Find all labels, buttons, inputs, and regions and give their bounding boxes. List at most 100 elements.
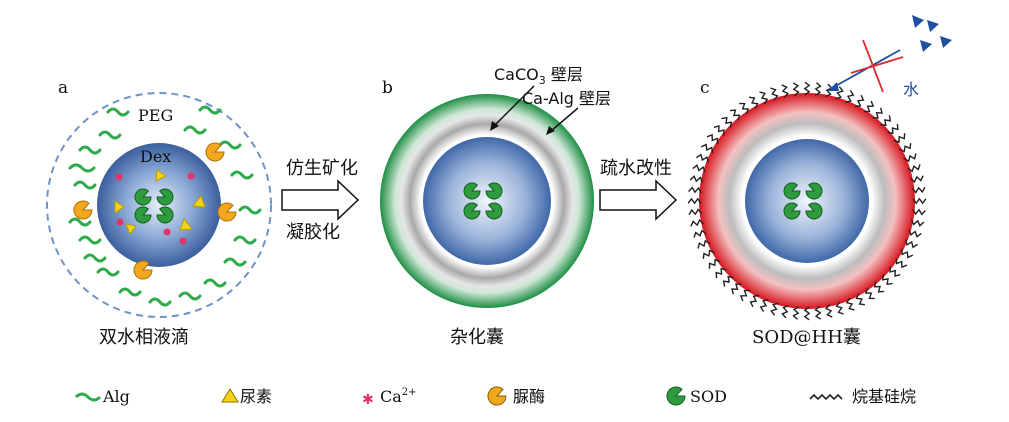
- alg-strand: [148, 297, 172, 307]
- sod-pacman-icon: [666, 386, 686, 406]
- urease-icon: [205, 142, 225, 162]
- silane-chain: [855, 293, 865, 306]
- alg-strand: [230, 170, 254, 180]
- silane-chain: [899, 143, 912, 153]
- urea-icon: [125, 223, 137, 236]
- process-arrow-icon: [599, 179, 678, 221]
- silane-chain: [911, 186, 926, 194]
- panel-a: a PEG Dex: [46, 78, 272, 348]
- silane-chain: [907, 164, 921, 173]
- sod-icon: [485, 202, 503, 220]
- urea-triangle-icon: [221, 388, 239, 403]
- legend-label-urease: 脲酶: [513, 387, 545, 406]
- arrow-1: 仿生矿化 凝胶化: [281, 158, 360, 243]
- silane-chain: [893, 133, 906, 144]
- arrow-1-top-label: 仿生矿化: [286, 158, 358, 179]
- silane-chain: [824, 304, 833, 318]
- water-molecules: [912, 15, 952, 52]
- urease-pacman-icon: [487, 386, 507, 406]
- water-molecule-icon: [940, 36, 952, 48]
- legend-item-sod: SOD: [666, 386, 727, 406]
- silane-chain: [900, 248, 914, 259]
- caption-b: 杂化囊: [450, 327, 504, 348]
- silane-chain: [872, 107, 883, 119]
- alg-strand: [178, 291, 202, 301]
- silane-chain: [835, 86, 844, 100]
- silane-chain: [912, 208, 926, 216]
- silane-chain: [729, 109, 741, 121]
- panel-letter-c: c: [700, 78, 710, 98]
- caalg-pointer-head: [546, 126, 555, 135]
- sod-icon: [463, 182, 481, 200]
- ca-icon: [187, 172, 195, 180]
- urease-icon: [217, 202, 237, 222]
- silane-chain: [688, 208, 703, 216]
- sod-icon: [463, 202, 481, 220]
- silane-chain: [715, 267, 727, 279]
- urea-group: [114, 169, 206, 236]
- sod-icon: [485, 182, 503, 200]
- silane-chain: [690, 218, 704, 227]
- silane-chain: [825, 83, 833, 98]
- alg-strand: [68, 217, 92, 227]
- legend-label-urea: 尿素: [240, 387, 272, 406]
- silane-chain: [702, 249, 715, 259]
- silane-chain: [688, 186, 702, 194]
- sod-cluster-a: [134, 188, 174, 224]
- silane-chain: [864, 100, 875, 113]
- caption-a: 双水相液滴: [99, 327, 189, 348]
- legend-item-silane: 烷基硅烷: [809, 387, 916, 406]
- alg-strand: [183, 125, 207, 135]
- silane-chain: [770, 302, 779, 316]
- silane-chain: [912, 197, 927, 205]
- sod-icon: [783, 202, 801, 220]
- urease-icon: [73, 200, 93, 220]
- alg-strand: [73, 180, 97, 190]
- silane-chain: [697, 239, 711, 249]
- caalg-pointer: [550, 107, 579, 132]
- alg-strand: [68, 163, 96, 173]
- silane-chain: [708, 258, 721, 269]
- silane-chain: [739, 289, 750, 302]
- silane-chain: [721, 116, 733, 128]
- ca-group: [115, 172, 195, 245]
- capsule-core: [745, 139, 869, 263]
- alg-strand: [233, 235, 257, 245]
- silane-chain: [814, 305, 822, 320]
- legend-item-alg: Alg: [74, 387, 130, 406]
- legend: Alg 尿素 ✱ Ca2+ 脲酶 SOD 烷基硅烷: [74, 386, 916, 408]
- sod-cluster-c: [783, 182, 823, 220]
- silane-chain: [792, 82, 800, 97]
- arrow-2-top-label: 疏水改性: [600, 158, 672, 179]
- capsule-core: [423, 137, 551, 265]
- ca-star-icon: ✱: [362, 392, 374, 408]
- urease-group: [73, 142, 237, 280]
- alg-strand: [78, 145, 102, 155]
- water-arrow-head: [828, 82, 839, 91]
- sod-icon: [134, 188, 152, 206]
- caption-c: SOD@HH囊: [752, 327, 861, 348]
- silane-chain: [880, 115, 892, 127]
- silane-chain: [910, 219, 925, 227]
- alg-strand: [78, 235, 102, 245]
- silane-chain: [910, 175, 924, 184]
- silane-chain: [854, 94, 865, 108]
- water-molecule-icon: [927, 20, 939, 32]
- alg-strand: [106, 107, 130, 117]
- alg-strand: [218, 140, 242, 150]
- sod-icon: [805, 202, 823, 220]
- sod-cluster-b: [463, 182, 503, 220]
- silane-ring: [687, 81, 927, 321]
- urea-icon: [114, 200, 125, 214]
- urease-icon: [133, 260, 153, 280]
- alg-wave-icon: [74, 392, 102, 402]
- urea-icon: [179, 217, 193, 231]
- silane-chain: [749, 294, 760, 308]
- silane-chain: [781, 84, 790, 98]
- sod-icon: [805, 182, 823, 200]
- ca-icon: [163, 228, 171, 236]
- water-molecule-icon: [912, 15, 924, 28]
- water-molecule-icon: [920, 40, 932, 52]
- peg-phase-boundary: [46, 92, 272, 318]
